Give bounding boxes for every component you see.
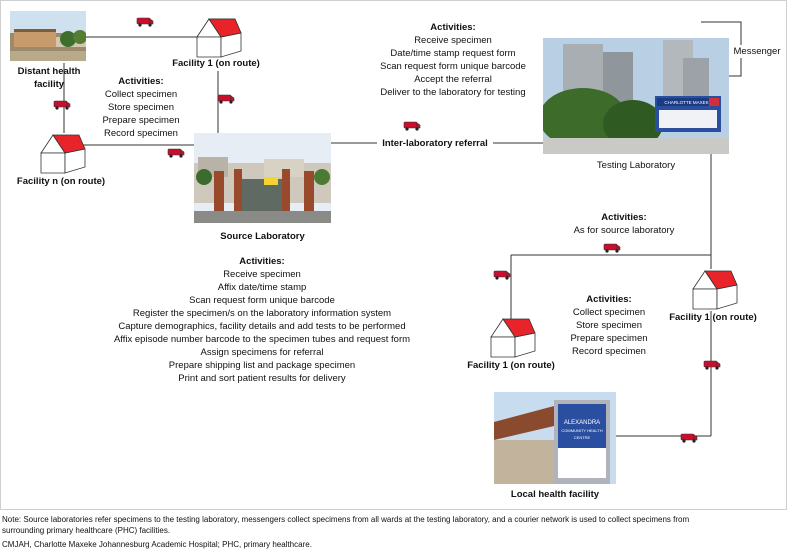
distant-facility-label: Distant health facility	[17, 66, 81, 90]
facility-1-top-house-icon	[196, 18, 242, 58]
activities-title: Activities:	[430, 22, 476, 33]
activities-title: Activities:	[239, 256, 285, 267]
courier-van-icon	[603, 243, 621, 253]
activity-item: Accept the referral	[414, 74, 492, 85]
activity-item: Deliver to the laboratory for testing	[380, 87, 526, 98]
activity-item: Scan request form unique barcode	[380, 61, 526, 72]
local-facility-label: Local health facility	[510, 489, 600, 500]
activity-item: Date/time stamp request form	[390, 48, 516, 59]
local-sign-line3: CENTRE	[574, 435, 591, 440]
activity-item: Affix episode number barcode to the spec…	[113, 334, 411, 345]
note-line-2: surrounding primary healthcare (PHC) fac…	[2, 526, 171, 535]
local-sign-line2: COMMUNITY HEALTH	[561, 428, 602, 433]
activity-item: Prepare specimen	[102, 115, 180, 126]
activity-item: Receive specimen	[223, 269, 301, 280]
activities-testing: Activities: Receive specimen Date/time s…	[353, 21, 553, 99]
activity-item: Prepare specimen	[570, 333, 648, 344]
facility-1-left-label: Facility 1 (on route)	[467, 360, 555, 371]
source-laboratory-label: Source Laboratory	[220, 231, 305, 242]
activity-item: Print and sort patient results for deliv…	[178, 373, 346, 384]
activities-as-source: Activities: As for source laboratory	[549, 211, 699, 237]
activity-item: Register the specimen/s on the laborator…	[132, 308, 392, 319]
courier-van-icon	[493, 270, 511, 280]
facility-1-right-label: Facility 1 (on route)	[669, 312, 757, 323]
facility-n-house-icon	[40, 134, 86, 174]
activity-item: Receive specimen	[414, 35, 492, 46]
courier-van-icon	[136, 17, 154, 27]
note-line-1: Note: Source laboratories refer specimen…	[2, 515, 690, 524]
activities-title: Activities:	[586, 294, 632, 305]
testing-laboratory-label: Testing Laboratory	[596, 160, 676, 171]
activity-item: Record specimen	[572, 346, 646, 357]
activity-item: Store specimen	[107, 102, 174, 113]
testing-laboratory-photo: CHARLOTTE MAXEKE	[543, 38, 729, 154]
courier-van-icon	[703, 360, 721, 370]
activity-item: Prepare shipping list and package specim…	[168, 360, 356, 371]
activity-item: Affix date/time stamp	[217, 282, 307, 293]
activities-source: Activities: Receive specimen Affix date/…	[87, 255, 437, 385]
facility-1-left-house-icon	[490, 318, 536, 358]
source-laboratory-photo	[194, 133, 331, 223]
activity-item: Assign specimens for referral	[200, 347, 324, 358]
messenger-label: Messenger	[729, 45, 785, 58]
inter-lab-referral-label: Inter-laboratory referral	[382, 138, 488, 149]
activity-item: As for source laboratory	[573, 225, 675, 236]
facility-1-top-label: Facility 1 (on route)	[172, 58, 260, 69]
local-sign-line1: ALEXANDRA	[564, 420, 600, 426]
courier-van-icon	[680, 433, 698, 443]
distant-facility-photo	[10, 11, 86, 61]
activity-item: Store specimen	[575, 320, 642, 331]
courier-van-icon	[217, 94, 235, 104]
activity-item: Collect specimen	[572, 307, 646, 318]
activities-route-bottom: Activities: Collect specimen Store speci…	[557, 293, 661, 358]
testing-sign-text: CHARLOTTE MAXEKE	[664, 100, 711, 105]
facility-1-right-house-icon	[692, 270, 738, 310]
courier-van-icon	[53, 100, 71, 110]
local-facility-photo: ALEXANDRA COMMUNITY HEALTH CENTRE	[494, 392, 616, 484]
activities-title: Activities:	[118, 76, 164, 87]
activities-route-top: Activities: Collect specimen Store speci…	[91, 75, 191, 140]
activity-item: Scan request form unique barcode	[189, 295, 335, 306]
activity-item: Record specimen	[104, 128, 178, 139]
referral-network-diagram: Distant health facility Facility 1 (on r…	[0, 0, 787, 510]
courier-van-icon	[403, 121, 421, 131]
abbreviations-note: CMJAH, Charlotte Maxeke Johannesburg Aca…	[2, 540, 312, 549]
activity-item: Collect specimen	[104, 89, 178, 100]
activities-title: Activities:	[601, 212, 647, 223]
courier-van-icon	[167, 148, 185, 158]
facility-n-label: Facility n (on route)	[16, 176, 106, 187]
activity-item: Capture demographics, facility details a…	[118, 321, 406, 332]
